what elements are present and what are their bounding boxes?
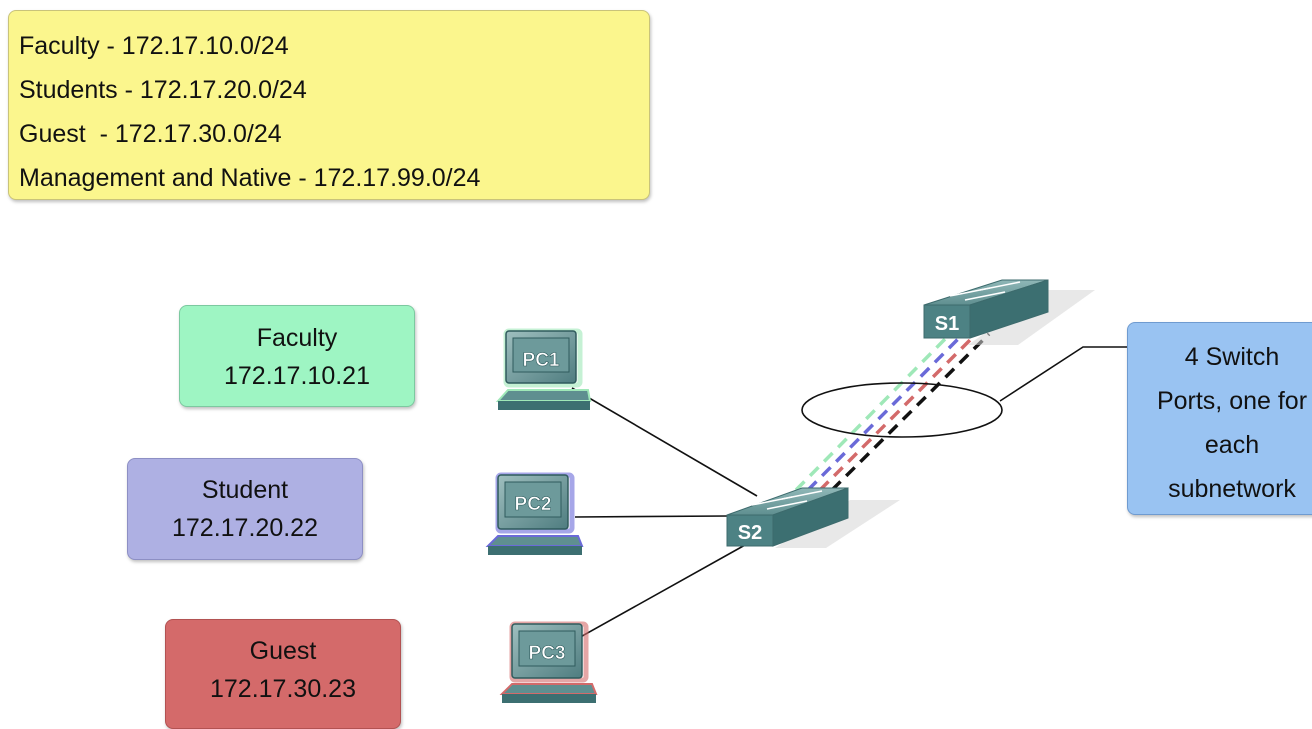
callout-line-3: each xyxy=(1204,431,1260,459)
pc1-icon: PC1 xyxy=(495,328,592,410)
pc2-label: PC2 xyxy=(515,494,552,515)
callout-line-4: subnetwork xyxy=(1168,475,1296,503)
link-pc3-s2 xyxy=(574,539,755,641)
legend-faculty: Faculty - 172.17.10.0/24 xyxy=(19,32,289,60)
faculty-label: Faculty xyxy=(256,324,338,352)
trunk-line-guest xyxy=(818,332,978,492)
switch-ports-callout: 4 Switch Ports, one for each subnetwork xyxy=(1127,322,1312,515)
switch-s2-icon: S2 xyxy=(726,487,900,548)
trunk-highlight-ellipse xyxy=(801,382,1003,438)
legend-students: Students - 172.17.20.0/24 xyxy=(19,76,307,104)
trunk-links xyxy=(794,332,991,492)
callout-line-2: Ports, one for xyxy=(1156,387,1308,415)
student-host-box: Student 172.17.20.22 xyxy=(127,458,363,560)
pc3-label: PC3 xyxy=(529,643,566,664)
pc3-icon: PC3 xyxy=(499,621,598,703)
faculty-ip: 172.17.10.21 xyxy=(224,362,370,390)
trunk-line-faculty xyxy=(794,332,952,492)
trunk-line-student xyxy=(806,332,965,492)
subnet-legend: Faculty - 172.17.10.0/24 Students - 172.… xyxy=(8,10,650,200)
student-label: Student xyxy=(201,476,289,504)
pc2-icon: PC2 xyxy=(485,472,584,555)
guest-ip: 172.17.30.23 xyxy=(210,675,356,703)
legend-management: Management and Native - 172.17.99.0/24 xyxy=(19,164,481,192)
link-pc1-s2 xyxy=(571,387,758,497)
legend-guest: Guest - 172.17.30.0/24 xyxy=(19,120,282,148)
callout-leader-line xyxy=(999,346,1127,402)
switch-s2-label: S2 xyxy=(738,522,762,544)
guest-label: Guest xyxy=(249,637,317,665)
student-ip: 172.17.20.22 xyxy=(172,514,318,542)
pc1-label: PC1 xyxy=(523,350,560,371)
callout-line-1: 4 Switch xyxy=(1184,343,1280,371)
faculty-host-box: Faculty 172.17.10.21 xyxy=(179,305,415,407)
switch-s1-icon: S1 xyxy=(923,279,1095,345)
trunk-line-native xyxy=(830,332,991,492)
link-pc2-s2 xyxy=(574,515,729,518)
switch-s1-label: S1 xyxy=(935,313,959,335)
